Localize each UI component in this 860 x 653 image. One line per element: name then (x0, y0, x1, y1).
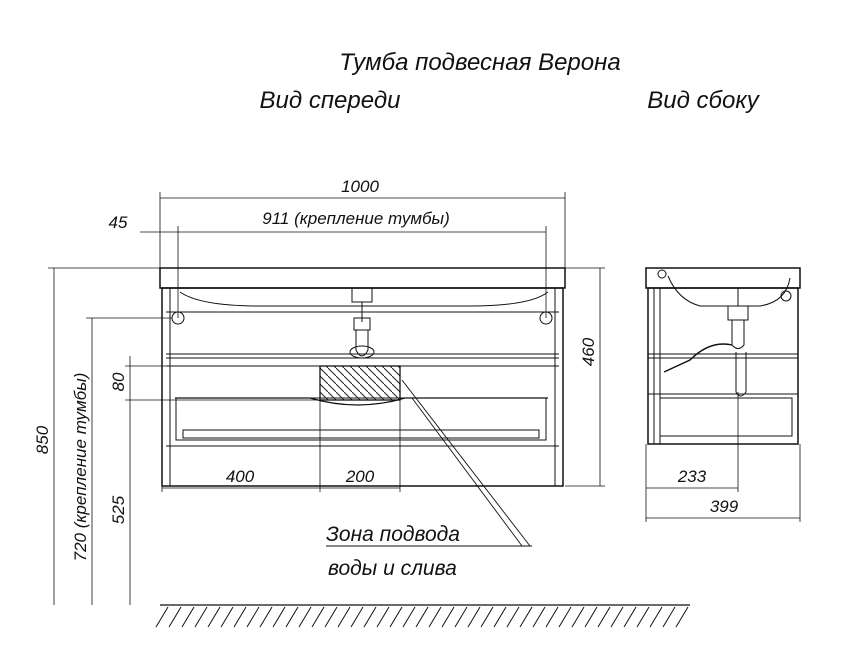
dim-mount-width: 911 (крепление тумбы) (262, 209, 449, 228)
side-cabinet-body (647, 287, 799, 445)
dim-left-400: 400 (226, 467, 255, 486)
dim-side-depth: 399 (710, 497, 739, 516)
dimension-zone-height: 80 (109, 356, 320, 408)
dim-mount-height: 720 (крепление тумбы) (71, 373, 90, 562)
dim-cabinet-height: 460 (579, 337, 598, 366)
dim-height-525: 525 (109, 495, 128, 524)
zone-label-line1: Зона подвода (326, 523, 460, 546)
side-view-label: Вид сбоку (647, 87, 760, 114)
drawer-top-edge (175, 397, 548, 406)
front-view-label: Вид спереди (260, 87, 401, 114)
zone-leader-line-2 (411, 397, 523, 547)
dimension-mount-height: 720 (крепление тумбы) (71, 317, 172, 605)
dimension-bottom-front: 400 200 (161, 400, 401, 492)
dimension-total-width: 1000 (159, 177, 566, 268)
front-view (159, 267, 566, 487)
front-countertop (159, 267, 566, 289)
dim-offset: 45 (109, 213, 128, 232)
zone-leader-line-1 (401, 379, 531, 547)
floor-hatch (155, 604, 690, 628)
front-siphon (355, 330, 369, 357)
side-view (645, 267, 801, 445)
dimension-height-525: 525 (109, 408, 131, 605)
dimension-mount-width: 911 (крепление тумбы) 45 (109, 209, 547, 318)
dim-zone-200: 200 (345, 467, 375, 486)
drawing-title: Тумба подвесная Верона (339, 49, 620, 76)
dim-zone-height: 80 (109, 372, 128, 391)
dim-side-233: 233 (677, 467, 707, 486)
dim-total-height: 850 (33, 425, 52, 454)
water-supply-zone (319, 365, 401, 401)
zone-label-line2: воды и слива (328, 557, 457, 580)
front-basin-outline (179, 291, 549, 307)
dimension-total-height: 850 (33, 267, 160, 605)
side-basin-outline (667, 275, 791, 307)
dimension-cabinet-height: 460 (565, 267, 605, 487)
dimension-side: 233 399 (645, 392, 801, 522)
dim-total-width: 1000 (341, 177, 379, 196)
